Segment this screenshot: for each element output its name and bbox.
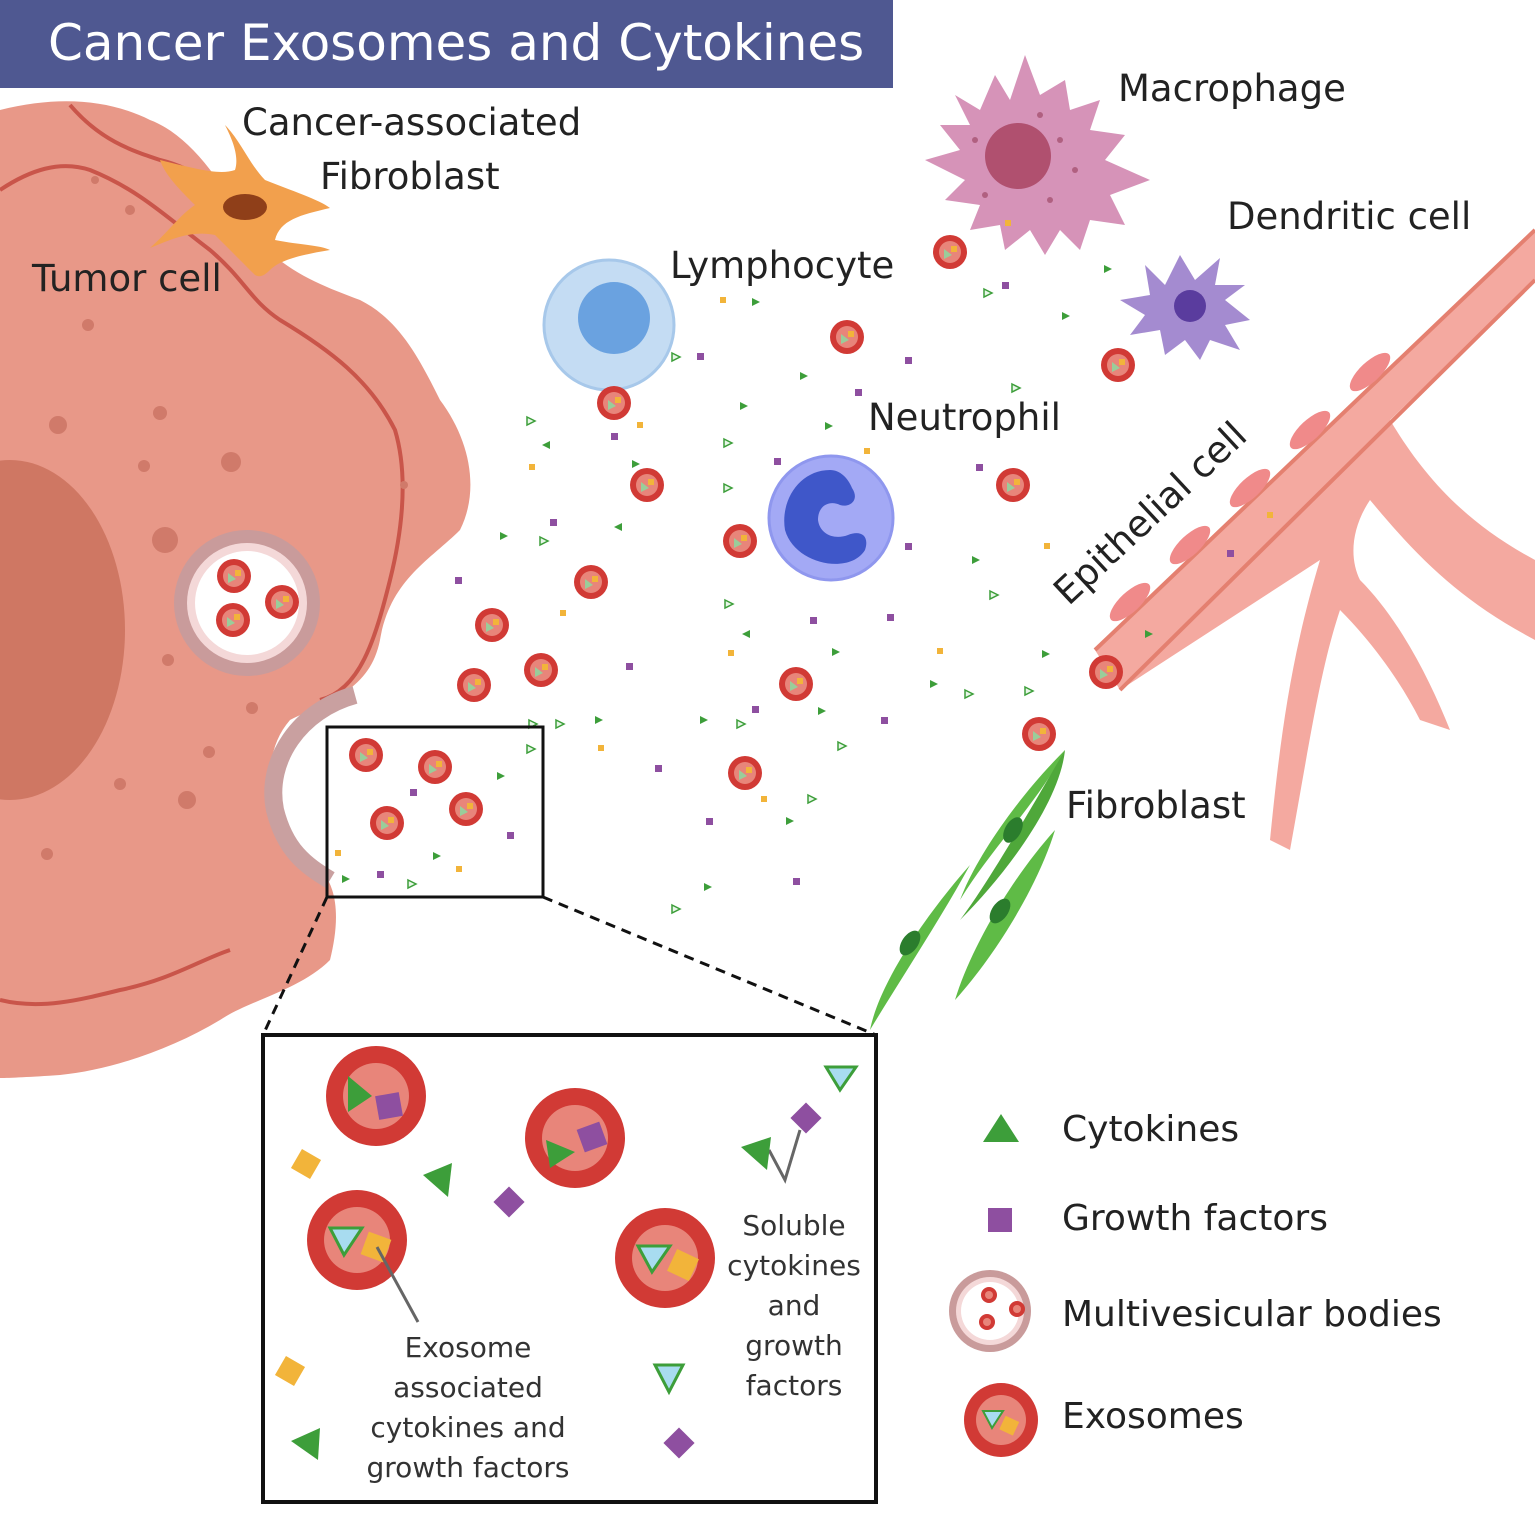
label-macrophage: Macrophage [1118,67,1346,110]
inset-yellow-1 [290,1148,322,1180]
inset-exosome-note: Exosome associated cytokines and growth … [360,1328,576,1488]
label-caf-line1: Cancer-associated [242,101,582,144]
zoom-line-right [542,895,877,1037]
tumor-nucleus [0,460,125,800]
blood-vessel [1093,228,1535,850]
inset-soluble-note-line: and [767,1289,821,1322]
dendritic-cell [1120,255,1250,360]
inset-soluble-note-line: factors [745,1369,843,1402]
legend-label-exosomes: Exosomes [1062,1396,1244,1437]
inset-cytokine-1 [423,1163,452,1197]
growth-factor-square-icon [988,1208,1012,1232]
inset-soluble-cytokine-1 [823,1065,859,1093]
legend-label-multivesicular-bodies: Multivesicular bodies [1062,1294,1442,1335]
growth-factors-scattered [377,282,1234,885]
fibroblast [870,750,1065,1030]
diagram-title: Cancer Exosomes and Cytokines [48,14,865,72]
inset-exosome-2 [525,1088,625,1188]
title-bar: Cancer Exosomes and Cytokines [0,0,893,88]
label-caf-line2: Fibroblast [320,155,500,198]
inset-soluble-note-line: growth [745,1329,843,1362]
legend-label-growth-factors: Growth factors [1062,1198,1328,1239]
exosomes-scattered [349,235,1135,840]
zoom-inset [261,1033,878,1504]
inset-exosome-3 [307,1190,407,1290]
cytokines-scattered [342,265,1153,891]
cancer-associated-fibroblast [150,125,330,277]
inset-exosome-note-line: Exosome [404,1331,532,1364]
inset-exosome-note-line: growth factors [366,1451,570,1484]
macrophage [925,55,1150,255]
tumor-cell [0,101,471,1079]
inset-soluble-note-line: Soluble [742,1209,846,1242]
multivesicular-body [174,530,320,676]
label-lymphocyte: Lymphocyte [670,244,895,287]
inset-cytokine-3 [291,1428,320,1460]
inset-soluble-note: Soluble cytokines and growth factors [723,1206,865,1406]
legend-icons [949,1114,1038,1457]
inset-exosome-4 [615,1208,715,1308]
yellow-factors-scattered [335,220,1273,872]
zoom-line-left [261,896,329,1036]
legend-label-cytokines: Cytokines [1062,1109,1240,1150]
neutrophil [767,454,895,582]
label-dendritic-cell: Dendritic cell [1227,195,1472,238]
multivesicular-body-icon [949,1270,1031,1352]
exosome-icon [964,1383,1038,1457]
inset-soluble-note-line: cytokines [727,1249,861,1282]
label-neutrophil: Neutrophil [868,396,1061,439]
label-fibroblast: Fibroblast [1066,784,1246,827]
inset-cytokine-2 [741,1137,771,1170]
inset-exosome-note-line: cytokines and [370,1411,566,1444]
cytokine-triangle-icon [983,1114,1019,1142]
soluble-cytokines-outline [407,287,1035,915]
inset-exosome-note-line: associated [393,1371,543,1404]
zoom-source-box [325,725,545,899]
label-tumor-cell: Tumor cell [32,257,222,300]
inset-exosome-1 [326,1046,426,1146]
lymphocyte [542,258,676,392]
inset-soluble-cytokine-2 [652,1363,686,1396]
budding-membrane [264,686,358,888]
inset-yellow-2 [274,1355,306,1387]
